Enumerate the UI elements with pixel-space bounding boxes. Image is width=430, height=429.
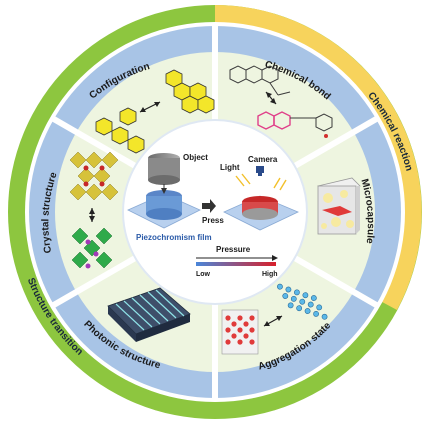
- piezochromism-film-label: Piezochromism film: [136, 233, 212, 242]
- pressure-high-label: High: [262, 271, 278, 278]
- light-rays-icon: [235, 173, 287, 191]
- configuration-illustration: [95, 69, 215, 154]
- object-label: Object: [183, 153, 208, 162]
- aggregation-state-illustration: [221, 283, 328, 355]
- center-schematic: Object Piezochromism film Press Camera L…: [127, 153, 299, 278]
- crystal-structure-illustration: [69, 151, 119, 269]
- pressure-label: Pressure: [216, 245, 251, 254]
- photonic-structure-illustration: [107, 287, 191, 342]
- camera-label: Camera: [248, 155, 278, 164]
- pressure-low-label: Low: [196, 271, 211, 278]
- press-arrow-icon: [202, 199, 216, 213]
- pressure-gradient-bar: [196, 262, 276, 266]
- microcapsule-illustration: [317, 177, 361, 235]
- camera-icon: [256, 166, 264, 173]
- light-label: Light: [220, 163, 240, 172]
- chemical-bond-illustration: [229, 65, 333, 138]
- press-label: Press: [202, 216, 224, 225]
